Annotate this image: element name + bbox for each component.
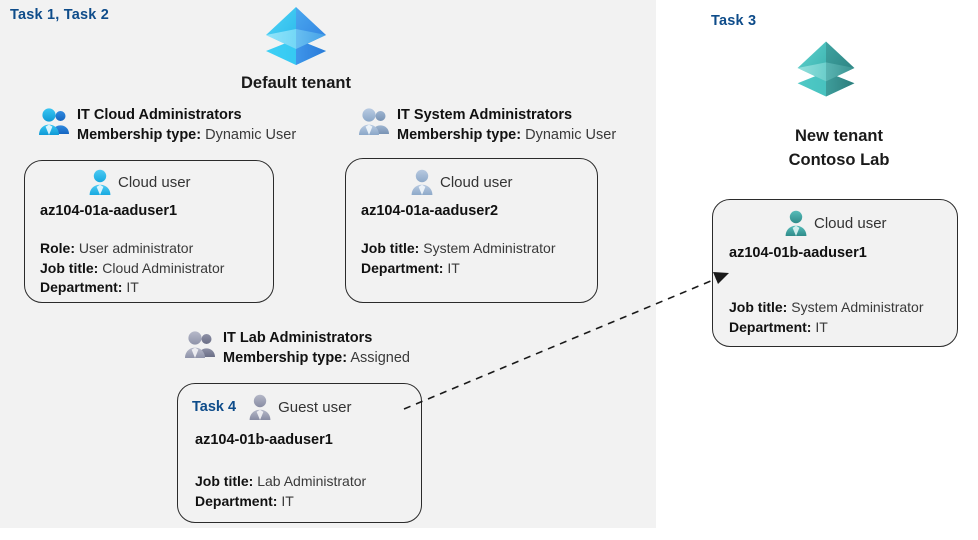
cloud-user-icon [87,168,113,196]
group-it-cloud-administrators: IT Cloud Administrators Membership type:… [38,105,296,145]
card-prop-department: Department: IT [361,259,556,279]
group-it-system-administrators: IT System Administrators Membership type… [358,105,616,145]
card-head-label: Guest user [278,398,352,416]
card-prop-label: Department: [361,259,444,276]
card-prop-value: User administrator [78,240,194,256]
card-prop-label: Job title: [361,240,420,256]
card-prop-value: IT [126,279,139,295]
card-prop-value: IT [815,318,828,335]
group-meta-value: Dynamic User [205,127,297,143]
card-prop-label: Department: [40,279,123,295]
group-meta-label: Membership type: [223,350,348,366]
card-prop-value: Cloud Administrator [102,259,225,276]
card-username: az104-01a-aaduser1 [40,203,178,219]
user-card-aaduser1: Cloud user az104-01a-aaduser1 Role: User… [24,160,274,303]
group-membership-type: Membership type: Dynamic User [77,125,296,145]
card-prop-job-title: Job title: System Administrator [729,298,924,318]
new-tenant-caption-line1: New tenant [794,127,883,145]
card-username: az104-01a-aaduser2 [361,203,499,219]
cloud-user-icon [783,209,809,237]
card-properties: Job title: Lab Administrator Department:… [195,472,366,511]
card-prop-label: Job title: [195,473,254,489]
user-card-new-tenant-aaduser1: Cloud user az104-01b-aaduser1 Job title:… [712,199,958,347]
card-properties: Role: User administrator Job title: Clou… [40,239,224,298]
card-header: Cloud user [87,168,191,196]
card-head-label: Cloud user [814,214,887,232]
tenant-icon [790,38,862,100]
card-prop-department: Department: IT [40,278,224,298]
card-header: Cloud user [783,209,887,237]
card-prop-value: IT [447,259,460,276]
group-membership-type: Membership type: Assigned [223,348,410,368]
card-header: Cloud user [409,168,513,196]
user-card-guest-aaduser1: Task 4 Guest user az104-01b-aaduser1 Job… [177,383,422,523]
card-prop-job-title: Job title: System Administrator [361,239,556,259]
card-head-label: Cloud user [118,173,191,191]
card-prop-job-title: Job title: Lab Administrator [195,472,366,492]
default-tenant-caption: Default tenant [240,74,351,92]
card-prop-label: Job title: [40,259,99,276]
card-username: az104-01b-aaduser1 [195,432,333,448]
new-tenant-caption-line2: Contoso Lab [788,151,890,169]
group-users-icon [184,330,216,360]
new-tenant-caption: New tenant Contoso Lab [706,124,972,172]
group-meta-value: Dynamic User [525,127,617,143]
group-membership-type: Membership type: Dynamic User [397,125,616,145]
group-meta-label: Membership type: [397,127,522,143]
card-username: az104-01b-aaduser1 [729,245,867,261]
card-prop-value: IT [281,492,294,509]
group-meta-label: Membership type: [77,127,202,143]
card-prop-value: System Administrator [423,240,556,256]
group-name: IT Lab Administrators [223,330,373,346]
task-label-3: Task 3 [711,13,757,29]
task-label-1-2: Task 1, Task 2 [10,7,109,23]
group-users-icon [358,107,390,137]
card-head-label: Cloud user [440,173,513,191]
guest-user-icon [247,393,273,421]
group-name: IT Cloud Administrators [77,107,242,123]
task-label-4: Task 4 [192,399,237,415]
card-prop-label: Department: [195,492,278,509]
card-prop-label: Job title: [729,299,788,315]
card-prop-label: Department: [729,318,812,335]
user-card-aaduser2: Cloud user az104-01a-aaduser2 Job title:… [345,158,598,303]
card-prop-department: Department: IT [729,318,924,338]
tenant-icon [258,5,334,67]
card-properties: Job title: System Administrator Departme… [361,239,556,278]
card-prop-value: System Administrator [791,299,924,315]
card-prop-job-title: Job title: Cloud Administrator [40,259,224,279]
group-name: IT System Administrators [397,107,573,123]
card-prop-department: Department: IT [195,492,366,512]
group-users-icon [38,107,70,137]
card-properties: Job title: System Administrator Departme… [729,298,924,337]
cloud-user-icon [409,168,435,196]
group-it-lab-administrators: IT Lab Administrators Membership type: A… [184,328,410,368]
group-meta-value: Assigned [350,350,410,366]
card-prop-role: Role: User administrator [40,239,224,259]
card-prop-label: Role: [40,240,75,256]
card-prop-value: Lab Administrator [257,473,367,489]
card-header: Task 4 Guest user [192,393,351,421]
